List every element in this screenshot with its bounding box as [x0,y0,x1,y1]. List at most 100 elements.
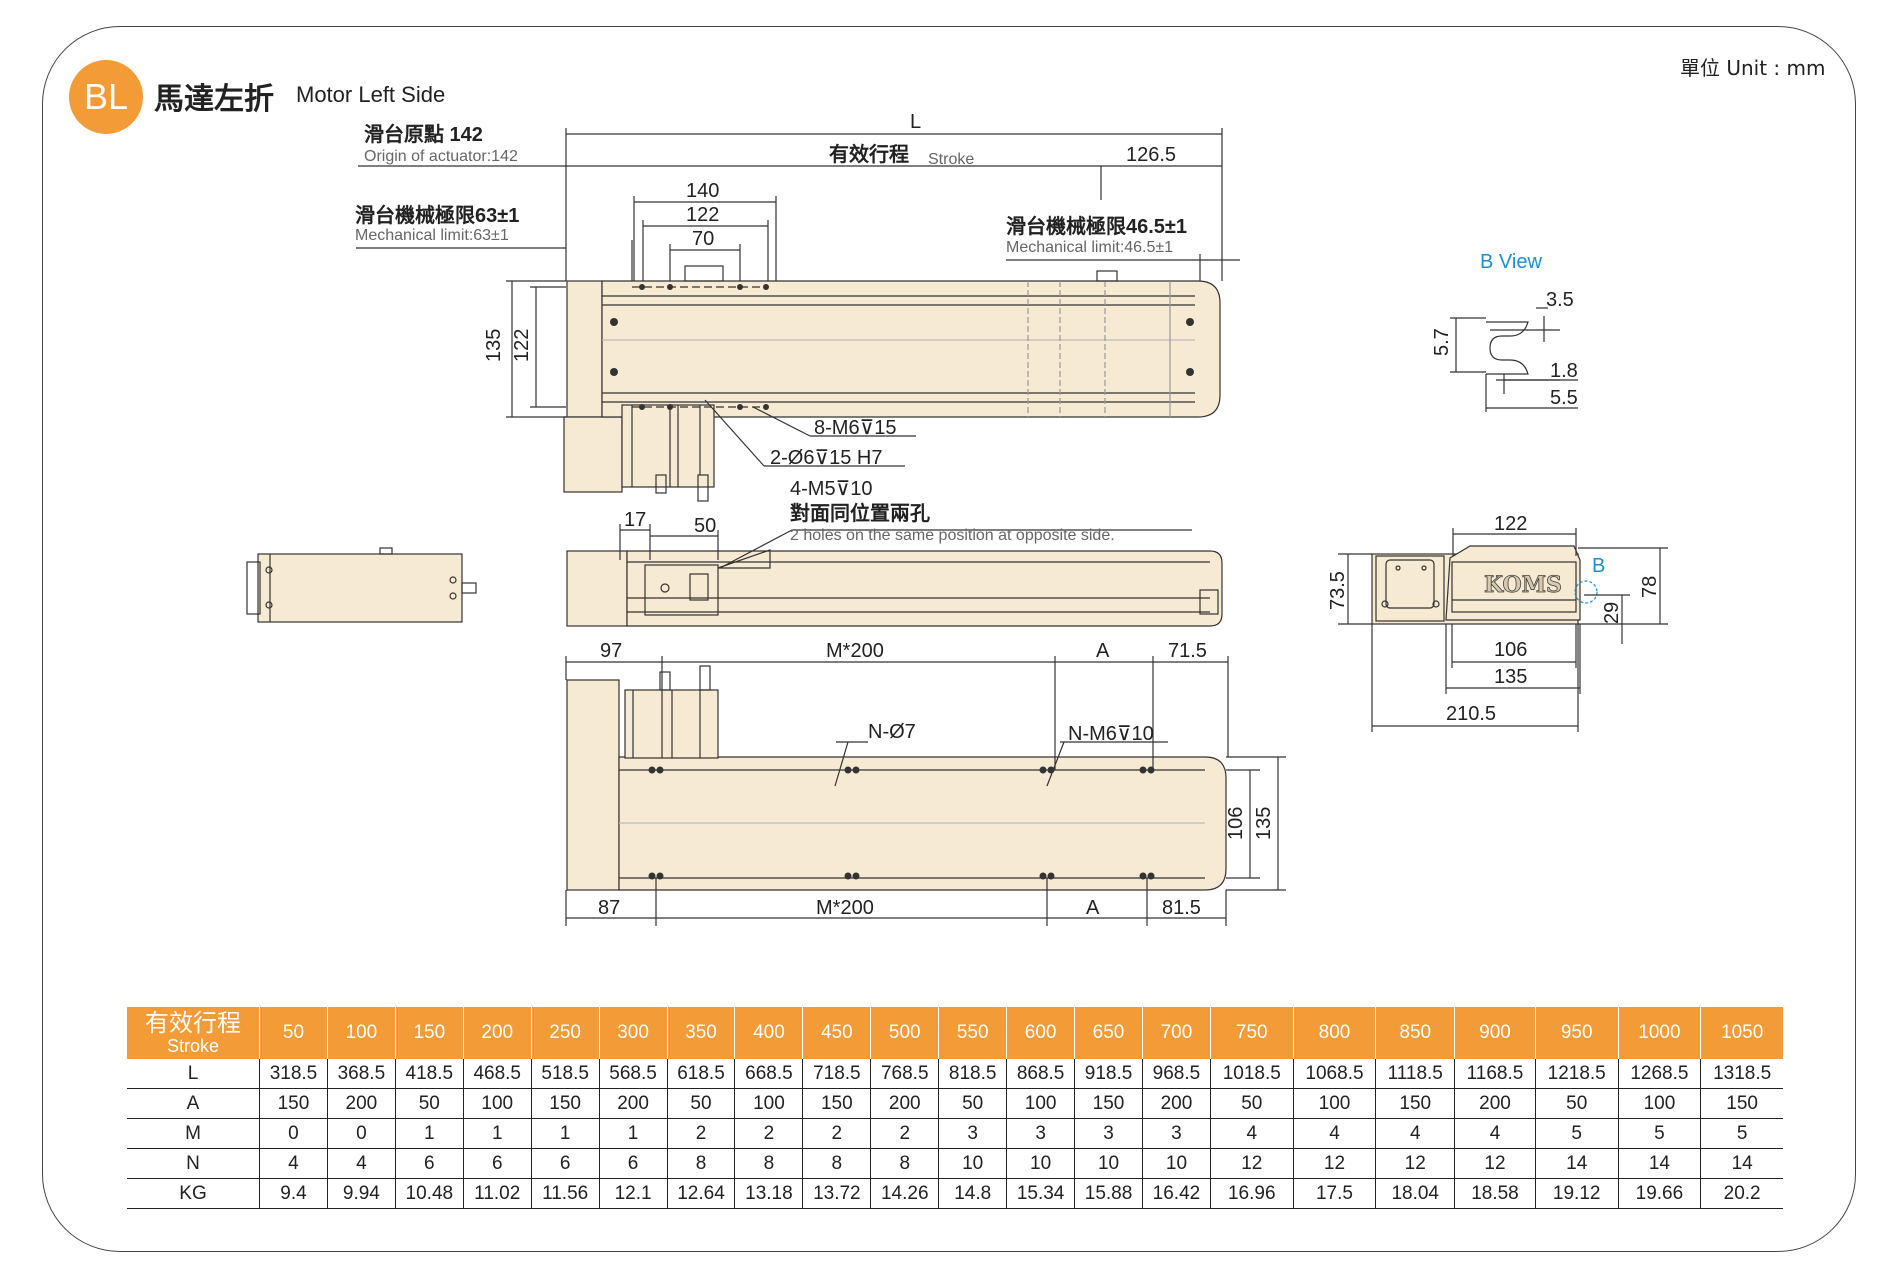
b-view-labels: B View 3.5 5.7 1.8 5.5 [1431,251,1578,409]
table-cell: 568.5 [599,1059,668,1089]
dim-140: 140 [686,180,719,202]
table-cell: 918.5 [1074,1059,1143,1089]
note-n-m6: N-M6⊽10 [1068,723,1154,745]
table-cell: 4 [327,1148,396,1179]
side-view-labels: 17 50 [624,509,716,537]
dim-L: L [910,111,921,133]
table-cell: 1 [599,1118,668,1149]
table-cell: 2 [667,1118,736,1149]
stroke-header-cell: 900 [1454,1007,1536,1059]
page-frame [42,26,1856,1252]
table-cell: 768.5 [870,1059,940,1089]
dim-126-5: 126.5 [1126,144,1176,166]
mech-limit-left-zh: 滑台機械極限63±1 [355,203,519,227]
mech-limit-right-zh: 滑台機械極限46.5±1 [1006,214,1187,238]
table-cell: 3 [938,1118,1008,1149]
stroke-header-cell: 1050 [1700,1007,1783,1059]
table-header-label: 有效行程 Stroke [127,1007,260,1059]
table-cell: 718.5 [802,1059,872,1089]
table-cell: 100 [734,1088,804,1119]
table-cell: 1268.5 [1618,1059,1702,1089]
table-cell: 15.88 [1074,1178,1143,1209]
table-cell: 1068.5 [1293,1059,1377,1089]
dim-122-end: 122 [1494,513,1527,535]
table-cell: 0 [327,1118,396,1149]
table-cell: 8 [802,1148,872,1179]
table-cell: 1018.5 [1210,1059,1294,1089]
top-view-labels: L 滑台原點 142 Origin of actuator:142 有效行程 S… [355,111,1187,544]
stroke-header-cell: 350 [667,1007,736,1059]
dim-87: 87 [598,897,620,919]
side-view-actuator [566,549,1223,627]
table-cell: 200 [870,1088,940,1119]
table-cell: 18.04 [1375,1178,1456,1209]
mech-limit-left-en: Mechanical limit:63±1 [355,227,509,244]
table-cell: 14.8 [938,1178,1008,1209]
table-cell: 3 [1006,1118,1076,1149]
dim-29: 29 [1601,602,1623,624]
table-cell: 12 [1210,1148,1294,1179]
left-end-view [246,547,477,623]
stroke-header-cell: 150 [395,1007,464,1059]
table-cell: 100 [1006,1088,1076,1119]
table-cell: 15.34 [1006,1178,1076,1209]
table-cell: 8 [667,1148,736,1179]
stroke-label-en: Stroke [928,151,974,168]
table-cell: 618.5 [667,1059,736,1089]
table-cell: 11.02 [463,1178,532,1209]
row-label: A [127,1088,260,1119]
dim-m200-bottom: M*200 [816,897,874,919]
table-cell: 50 [667,1088,736,1119]
table-cell: 10 [1142,1148,1211,1179]
table-cell: 318.5 [259,1059,328,1089]
stroke-header-cell: 550 [938,1007,1008,1059]
table-cell: 50 [1535,1088,1619,1119]
table-cell: 6 [463,1148,532,1179]
table-cell: 16.42 [1142,1178,1211,1209]
table-cell: 16.96 [1210,1178,1294,1209]
row-label: KG [127,1178,260,1209]
table-cell: 4 [1375,1118,1456,1149]
table-cell: 968.5 [1142,1059,1211,1089]
dim-3-5: 3.5 [1546,289,1574,311]
dim-m200-top: M*200 [826,640,884,662]
dim-122: 122 [686,204,719,226]
dim-5-7: 5.7 [1431,328,1453,356]
end-view-labels: 122 B KOMS 73.5 78 29 106 135 210.5 [1327,513,1661,725]
table-cell: 12 [1293,1148,1377,1179]
table-cell: 1218.5 [1535,1059,1619,1089]
mech-limit-right-en: Mechanical limit:46.5±1 [1006,239,1173,256]
dim-50: 50 [694,515,716,537]
table-cell: 1 [395,1118,464,1149]
table-cell: 50 [1210,1088,1294,1119]
table-cell: 200 [1142,1088,1211,1119]
dim-106-end: 106 [1494,639,1527,661]
table-cell: 17.5 [1293,1178,1377,1209]
table-cell: 868.5 [1006,1059,1076,1089]
table-cell: 11.56 [531,1178,600,1209]
table-cell: 50 [938,1088,1008,1119]
table-cell: 20.2 [1700,1178,1783,1209]
header-stroke-zh: 有效行程 [145,1010,241,1037]
dim-97: 97 [600,640,622,662]
table-cell: 6 [531,1148,600,1179]
header-stroke-en: Stroke [166,1036,220,1056]
dim-106-vertical: 106 [1225,807,1247,840]
dim-70: 70 [692,228,714,250]
table-cell: 1168.5 [1454,1059,1536,1089]
dim-135-vertical: 135 [483,329,505,362]
row-label: M [127,1118,260,1149]
table-cell: 1118.5 [1375,1059,1456,1089]
table-cell: 12 [1454,1148,1536,1179]
table-cell: 5 [1700,1118,1783,1149]
table-cell: 4 [259,1148,328,1179]
table-cell: 150 [1700,1088,1783,1119]
bottom-view-labels: 97 M*200 A 71.5 N-Ø7 N-M6⊽10 106 135 87 … [598,640,1275,919]
